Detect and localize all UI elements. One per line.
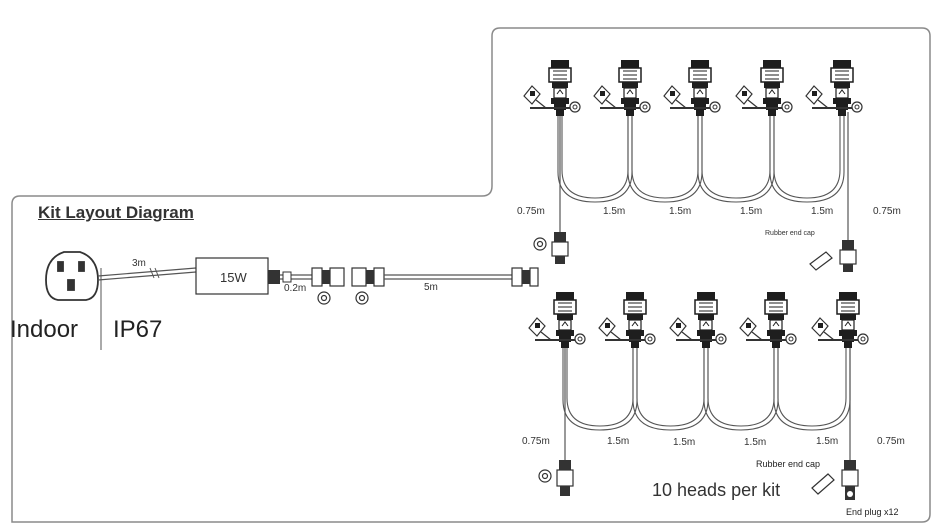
heads-per-kit-note: 10 heads per kit [652, 480, 781, 500]
light-head-top-2 [593, 60, 651, 116]
lead-length-label: 0.2m [284, 283, 307, 294]
bottom-end-cap [811, 460, 859, 500]
bottom-cable-loops [562, 340, 851, 431]
connector-male [311, 267, 345, 287]
light-head-bottom-3 [669, 292, 727, 348]
light-head-top-5 [805, 60, 863, 116]
light-head-bottom-1 [528, 292, 586, 348]
frame-outline [11, 27, 931, 523]
light-head-top-4 [735, 60, 793, 116]
bottom-start-connector [538, 460, 574, 496]
driver-box [195, 257, 269, 295]
light-head-top-1 [523, 60, 581, 116]
extension-length-label: 5m [424, 282, 438, 293]
light-head-bottom-5 [811, 292, 869, 348]
bus-cable-top [559, 112, 849, 240]
top-length-6: 0.75m [873, 206, 901, 217]
mains-length-label: 3m [132, 258, 146, 269]
top-length-5: 1.5m [811, 206, 834, 217]
bottom-length-4: 1.5m [744, 437, 767, 448]
extension-cable [384, 274, 512, 280]
bottom-length-6: 0.75m [877, 436, 905, 447]
driver-label: 15W [220, 270, 247, 285]
uk-plug-icon [45, 251, 99, 301]
top-length-1: 0.75m [517, 206, 545, 217]
indoor-label: Indoor [10, 316, 79, 343]
bottom-length-5: 1.5m [816, 436, 839, 447]
light-head-bottom-4 [739, 292, 797, 348]
light-head-top-3 [663, 60, 721, 116]
bottom-length-2: 1.5m [607, 436, 630, 447]
mains-cable [97, 267, 197, 281]
end-plug-icon [317, 291, 369, 305]
connector-extension-end [511, 267, 539, 287]
bottom-length-1: 0.75m [522, 436, 550, 447]
top-start-connector [533, 232, 569, 264]
diagram-title: Kit Layout Diagram [38, 203, 194, 222]
end-plug-note: End plug x12 [846, 507, 899, 517]
top-length-2: 1.5m [603, 206, 626, 217]
bottom-end-cap-note: Rubber end cap [756, 459, 821, 469]
light-head-bottom-2 [598, 292, 656, 348]
ip67-label: IP67 [113, 316, 163, 343]
top-cable-loops [557, 112, 845, 203]
top-length-3: 1.5m [669, 206, 692, 217]
top-end-cap [809, 240, 857, 272]
bottom-length-3: 1.5m [673, 437, 696, 448]
top-length-4: 1.5m [740, 206, 763, 217]
lead-strain-relief [268, 270, 292, 284]
connector-female [351, 267, 385, 287]
top-end-cap-note: Rubber end cap [765, 230, 815, 237]
